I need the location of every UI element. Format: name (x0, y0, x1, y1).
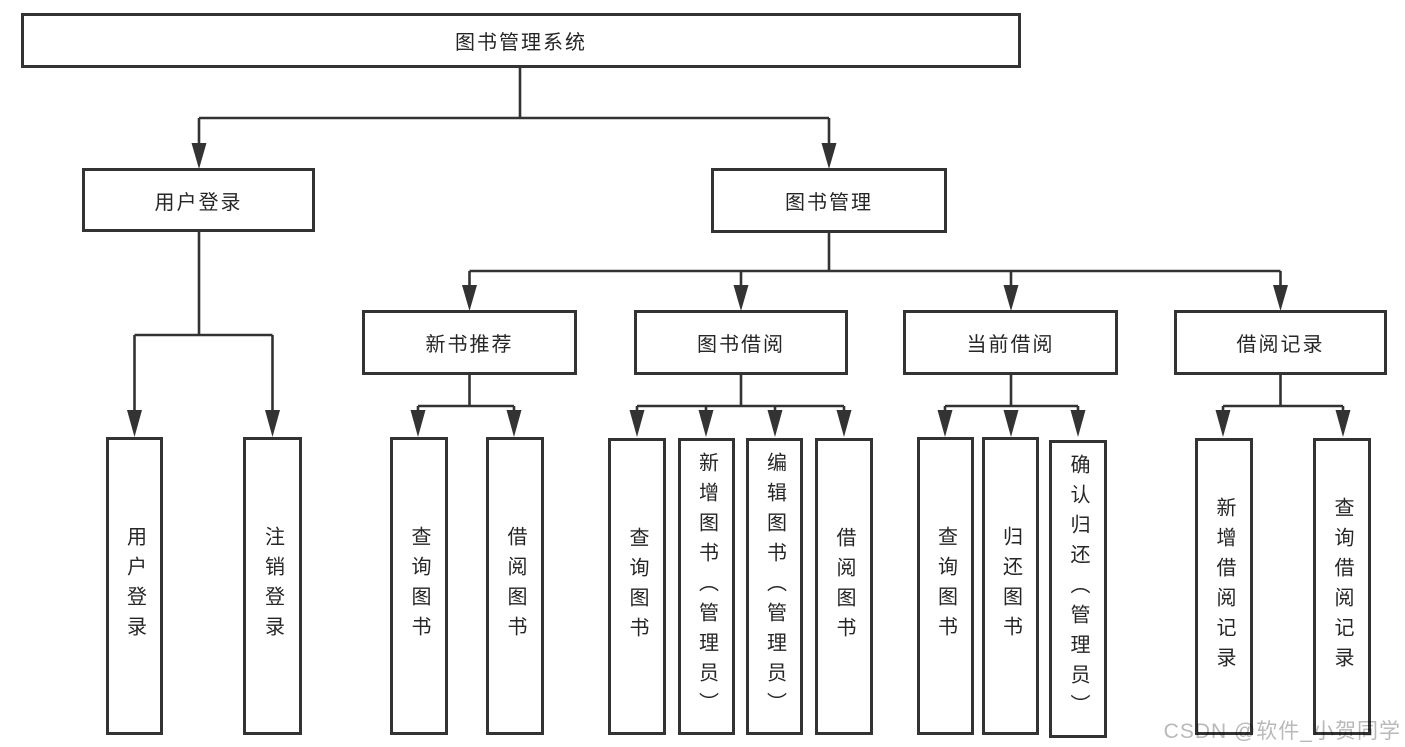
node-book-borrowing: 图书借阅 (634, 310, 848, 375)
leaf-add-book-admin: 新增图书（管理员） (678, 438, 735, 735)
node-borrowing-records: 借阅记录 (1174, 310, 1387, 375)
node-library-management-system: 图书管理系统 (21, 13, 1021, 68)
leaf-edit-book-admin: 编辑图书（管理员） (746, 438, 803, 735)
node-book-management: 图书管理 (711, 168, 947, 233)
leaf-return-book: 归还图书 (982, 437, 1039, 735)
leaf-confirm-return-admin: 确认归还（管理员） (1049, 440, 1107, 738)
leaf-logout: 注销登录 (243, 437, 302, 735)
node-current-borrowing: 当前借阅 (903, 310, 1118, 375)
node-user-login: 用户登录 (82, 168, 315, 232)
node-new-book-recommend: 新书推荐 (362, 310, 577, 375)
watermark: CSDN @软件_小贺同学 (1163, 720, 1401, 743)
leaf-query-borrow-record: 查询借阅记录 (1313, 438, 1371, 735)
leaf-add-borrow-record: 新增借阅记录 (1195, 438, 1253, 735)
leaf-query-books-recommend: 查询图书 (390, 437, 448, 735)
leaf-user-login: 用户登录 (106, 437, 163, 735)
leaf-borrow-books-recommend: 借阅图书 (486, 437, 544, 735)
leaf-borrow-books-borrowing: 借阅图书 (815, 438, 873, 735)
leaf-query-books-current: 查询图书 (917, 437, 974, 735)
leaf-query-books-borrowing: 查询图书 (608, 438, 666, 735)
